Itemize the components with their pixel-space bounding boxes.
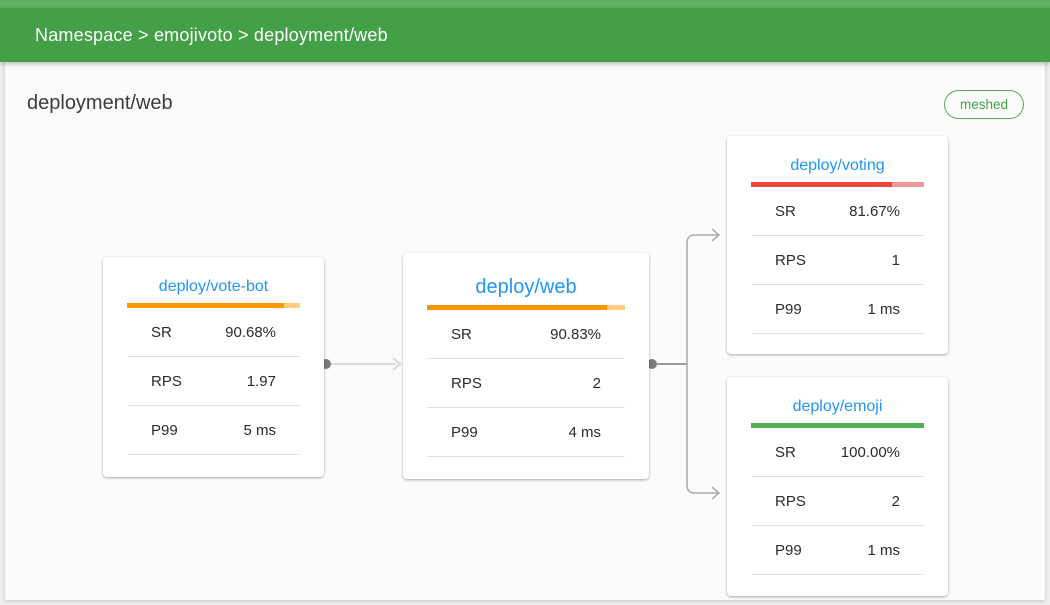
stat-label: RPS — [451, 375, 482, 392]
success-rate-bar — [127, 303, 300, 308]
stat-row-p99: P99 1 ms — [751, 285, 924, 334]
node-link-deploy-web[interactable]: deploy/web — [475, 276, 577, 298]
node-link-deploy-voting[interactable]: deploy/voting — [790, 157, 885, 174]
node-card-deploy-voting: deploy/voting SR 81.67% RPS 1 P99 1 ms — [727, 136, 948, 354]
stat-label: RPS — [775, 493, 806, 510]
stat-label: SR — [775, 444, 796, 461]
stat-value: 90.68% — [225, 324, 276, 341]
stat-value: 1.97 — [246, 373, 276, 390]
stat-row-rps: RPS 2 — [751, 477, 924, 526]
page-title: deployment/web — [27, 92, 173, 114]
node-link-deploy-emoji[interactable]: deploy/emoji — [792, 398, 883, 415]
success-rate-bar — [751, 182, 924, 187]
stat-value: 4 ms — [568, 424, 601, 441]
stat-value: 1 — [891, 252, 900, 269]
breadcrumb[interactable]: Namespace > emojivoto > deployment/web — [35, 24, 388, 45]
stat-value: 90.83% — [550, 326, 601, 343]
edge-vote-bot-to-web — [321, 357, 402, 371]
stat-label: SR — [775, 203, 796, 220]
stat-label: RPS — [151, 373, 182, 390]
stat-row-rps: RPS 1 — [751, 236, 924, 285]
stat-value: 5 ms — [243, 422, 276, 439]
stat-value: 1 ms — [867, 542, 900, 559]
content-area: deployment/web meshed deploy/vote-bot — [5, 62, 1045, 600]
stat-label: SR — [151, 324, 172, 341]
edge-stem-web — [647, 359, 687, 369]
success-rate-bar — [751, 423, 924, 428]
stat-row-sr: SR 100.00% — [751, 428, 924, 477]
stat-value: 2 — [891, 493, 900, 510]
node-card-deploy-emoji: deploy/emoji SR 100.00% RPS 2 P99 1 ms — [727, 377, 948, 596]
stat-row-sr: SR 90.83% — [427, 310, 625, 359]
stat-row-rps: RPS 2 — [427, 359, 625, 408]
stat-label: P99 — [775, 542, 802, 559]
edge-web-to-voting — [686, 228, 721, 364]
edge-web-to-emoji — [686, 364, 721, 500]
stat-label: RPS — [775, 252, 806, 269]
stat-label: P99 — [775, 301, 802, 318]
success-rate-bar — [427, 305, 625, 310]
stat-row-p99: P99 5 ms — [127, 406, 300, 455]
stat-value: 100.00% — [840, 444, 900, 461]
stat-label: SR — [451, 326, 472, 343]
stat-row-p99: P99 1 ms — [751, 526, 924, 575]
meshed-badge: meshed — [943, 90, 1024, 119]
stat-value: 1 ms — [867, 301, 900, 318]
stat-row-sr: SR 81.67% — [751, 187, 924, 236]
stat-label: P99 — [451, 424, 478, 441]
node-link-deploy-vote-bot[interactable]: deploy/vote-bot — [158, 278, 269, 295]
node-card-deploy-vote-bot: deploy/vote-bot SR 90.68% RPS 1.97 P99 5… — [103, 257, 324, 477]
stat-label: P99 — [151, 422, 178, 439]
node-card-deploy-web: deploy/web SR 90.83% RPS 2 P99 4 ms — [403, 253, 649, 479]
stat-row-rps: RPS 1.97 — [127, 357, 300, 406]
stat-row-sr: SR 90.68% — [127, 308, 300, 357]
dependency-edges — [321, 228, 721, 500]
topbar-sliver — [0, 0, 1050, 8]
stat-row-p99: P99 4 ms — [427, 408, 625, 457]
breadcrumb-bar: Namespace > emojivoto > deployment/web — [0, 8, 1050, 62]
stat-value: 2 — [592, 375, 601, 392]
stat-value: 81.67% — [849, 203, 900, 220]
